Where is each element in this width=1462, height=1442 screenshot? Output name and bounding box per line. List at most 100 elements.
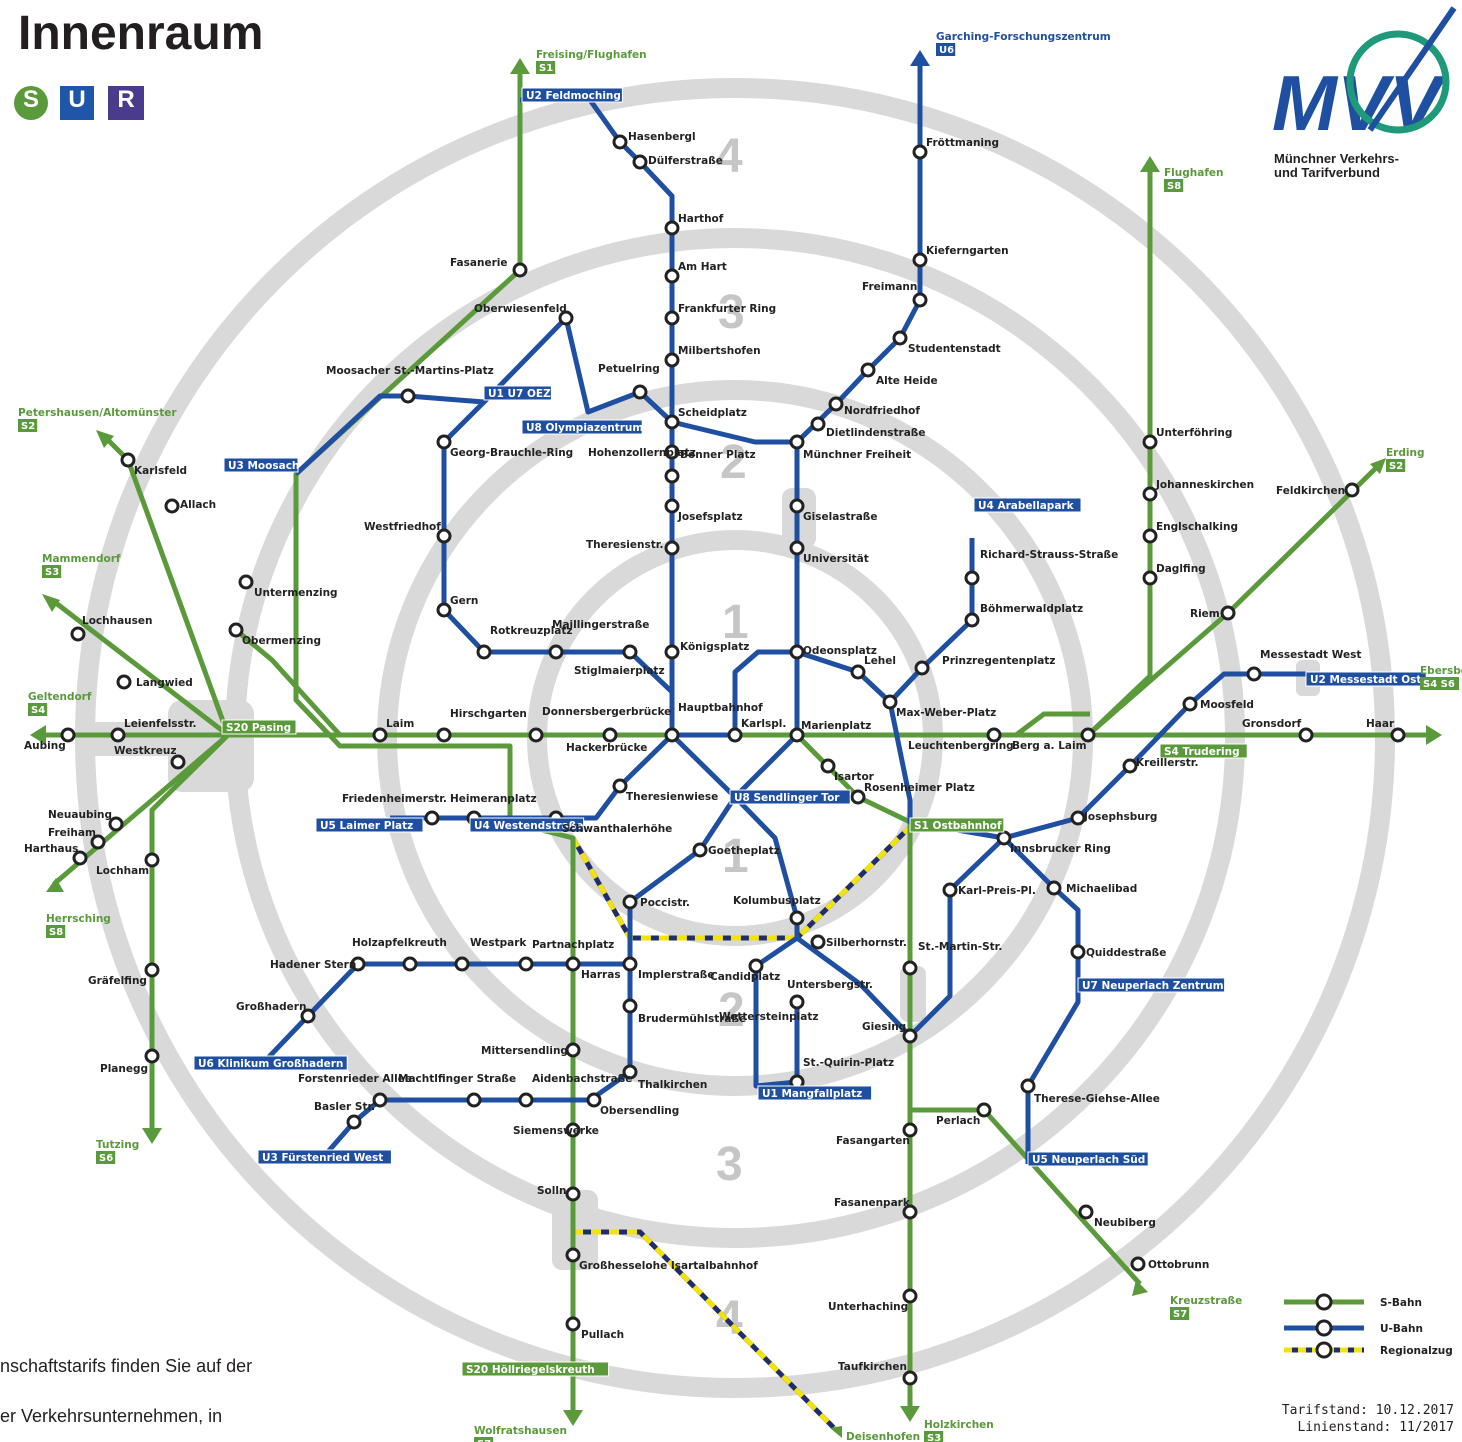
linienstand: Linienstand: 11/2017 [1297,1420,1454,1435]
station-unterfohring-label: Unterföhring [1156,427,1232,439]
station-dulferstra-e-marker [632,154,648,170]
station-gro-hesselohe-isartalbahnhof-label: Großhesselohe Isartalbahnhof [579,1260,758,1272]
station-dietlindenstra-e-label: Dietlindenstraße [826,427,925,439]
ubahn-badge: U [60,86,94,120]
terminal-box-u2-messestadt-ost: U2 Messestadt Ost [1305,671,1427,687]
station-hirschgarten-marker [436,727,452,743]
svg-text:Tutzing: Tutzing [96,1139,139,1151]
station-gronsdorf-marker [1298,727,1314,743]
legend-regionalzug: Regionalzug [1380,1345,1453,1357]
station-kreillerstr-label: Kreillerstr. [1136,757,1198,769]
station-moosacher-st-martins-platz-label: Moosacher St.-Martins-Platz [326,365,494,377]
station-feldkirchen-marker [1344,482,1360,498]
station-machtlfinger-stra-e-marker [466,1092,482,1108]
station-messestadt-west-marker [1246,666,1262,682]
station-giesing-label: Giesing [862,1021,906,1033]
station-ottobrunn-label: Ottobrunn [1148,1259,1209,1271]
station-marienplatz-marker [789,727,805,743]
legend-ubahn: U-Bahn [1380,1323,1423,1335]
svg-text:Mammendorf: Mammendorf [42,553,121,565]
station-goetheplatz-label: Goetheplatz [708,845,780,857]
station-siemenswerke-label: Siemenswerke [513,1125,599,1137]
station-oberwiesenfeld-label: Oberwiesenfeld [474,303,567,315]
station-karlsfeld-marker [120,452,136,468]
svg-text:S7: S7 [477,1439,491,1442]
terminal-box-s20-hollriegelskreuth: S20 Höllriegelskreuth [461,1361,610,1377]
zone-number: 2 [718,984,745,1037]
station-grafelfing-marker [144,962,160,978]
station-milbertshofen-label: Milbertshofen [678,345,761,357]
station-candidplatz-marker [748,958,764,974]
station-machtlfinger-stra-e-label: Machtlfinger Straße [398,1073,516,1085]
station-allach-label: Allach [180,499,216,511]
station-feldkirchen-label: Feldkirchen [1276,485,1345,497]
station-friedenheimerstr-label: Friedenheimerstr. [342,793,447,805]
station-daglfing-marker [1142,570,1158,586]
station-karlspl-label: Karlspl. [741,718,786,730]
station-fasangarten-marker [902,1122,918,1138]
station-fasanerie-label: Fasanerie [450,257,507,269]
station-georg-brauchle-ring-label: Georg-Brauchle-Ring [450,447,573,459]
station-friedenheimerstr-marker [424,810,440,826]
station-nordfriedhof-label: Nordfriedhof [844,405,920,417]
station-obermenzing-label: Obermenzing [242,635,321,647]
station-poccistr-label: Poccistr. [640,897,690,909]
station-prinzregentenplatz-label: Prinzregentenplatz [942,655,1055,667]
station-pullach-label: Pullach [581,1329,624,1341]
station-planegg-label: Planegg [100,1063,148,1075]
station-giesing-marker [902,1028,918,1044]
legend: S-Bahn U-Bahn Regionalzug [1284,1293,1453,1359]
station-rosenheimer-platz-marker [850,789,866,805]
station-westkreuz-marker [170,754,186,770]
station-rotkreuzplatz-marker [476,644,492,660]
station-hackerbrucke-label: Hackerbrücke [566,742,647,754]
footnote-line2: er Verkehrsunternehmen, in [0,1406,223,1426]
station-schwanthalerhohe-label: Schwanthalerhöhe [562,823,672,835]
station-aubing-label: Aubing [24,740,66,752]
svg-text:U2 Feldmoching: U2 Feldmoching [526,90,621,102]
station-lehel-marker [850,664,866,680]
station-st-quirin-platz-label: St.-Quirin-Platz [803,1057,894,1069]
terminal-box-u4-arabellapark: U4 Arabellapark [973,497,1082,513]
station-konigsplatz-label: Königsplatz [680,641,749,653]
station-aubing-marker [60,727,76,743]
svg-text:Freising/Flughafen: Freising/Flughafen [536,49,647,61]
terminal-box-u4-westendstra-e: U4 Westendstraße [469,817,585,833]
svg-text:U5 Neuperlach Süd: U5 Neuperlach Süd [1032,1154,1145,1166]
station-hackerbrucke-marker [602,727,618,743]
station-westfriedhof-marker [436,528,452,544]
tarifstand: Tarifstand: 10.12.2017 [1281,1403,1454,1418]
svg-text:Geltendorf: Geltendorf [28,691,92,703]
station-aidenbachstra-e-label: Aidenbachstraße [532,1073,632,1085]
station-munchner-freiheit-marker [789,434,805,450]
station-bonner-platz-marker [664,468,680,484]
station-therese-giehse-allee-marker [1020,1078,1036,1094]
svg-text:S4 Trudering: S4 Trudering [1164,746,1240,758]
station-frottmaning-label: Fröttmaning [926,137,999,149]
terminal-box-u8-sendlinger-tor: U8 Sendlinger Tor [729,789,851,805]
svg-text:U6 Klinikum Großhadern: U6 Klinikum Großhadern [198,1058,343,1070]
station-stiglmaierplatz-marker [622,644,638,660]
station-studentenstadt-label: Studentenstadt [908,343,1001,355]
terminal-box-u1-mangfallplatz: U1 Mangfallplatz [757,1085,873,1101]
station-hauptbahnhof-label: Hauptbahnhof [678,702,763,714]
terminal-box-u6-klinikum-gro-hadern: U6 Klinikum Großhadern [193,1055,348,1071]
zone-number: 1 [722,830,749,883]
station-freiham-marker [90,834,106,850]
station-untersbergstr-marker [789,994,805,1010]
station-forstenrieder-allee-label: Forstenrieder Allee [298,1073,412,1085]
station-berg-a-laim-label: Berg a. Laim [1012,740,1087,752]
regional-lines [570,820,917,1432]
station-perlach-label: Perlach [936,1115,980,1127]
svg-text:U1 U7 OEZ: U1 U7 OEZ [488,388,551,400]
station-prinzregentenplatz-marker [914,660,930,676]
station-candidplatz-label: Candidplatz [710,971,780,983]
mvv-line2: und Tarifverbund [1274,165,1380,180]
station-holzapfelkreuth-marker [402,956,418,972]
svg-text:U4 Arabellapark: U4 Arabellapark [978,500,1075,512]
station-georg-brauchle-ring-marker [436,434,452,450]
